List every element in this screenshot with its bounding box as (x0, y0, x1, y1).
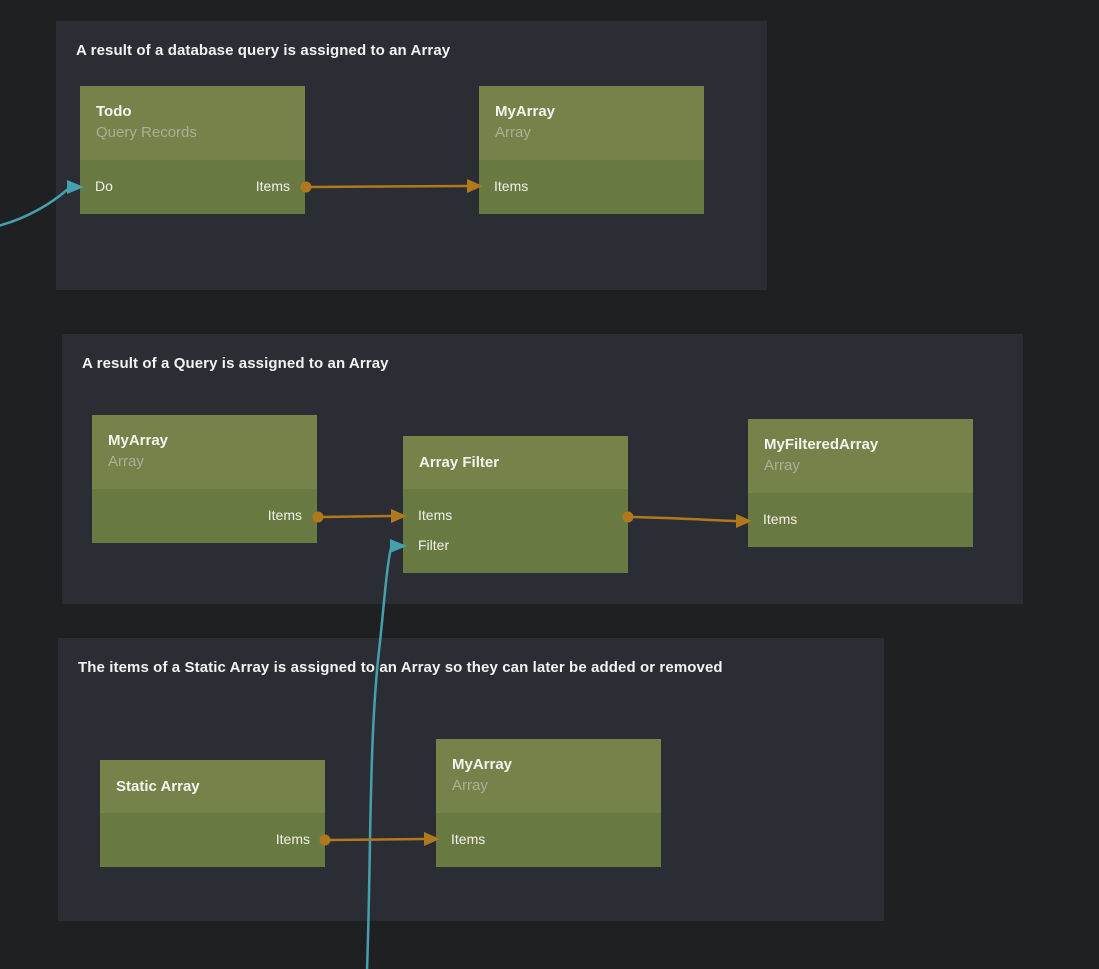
node-body: Items (92, 489, 317, 543)
node-title: Static Array (116, 778, 200, 795)
port-row: Items (479, 171, 704, 201)
node-header[interactable]: MyArray Array (92, 415, 317, 489)
node-header[interactable]: MyArray Array (479, 86, 704, 160)
port-items-input[interactable]: Items (763, 511, 798, 527)
port-filter-input[interactable]: Filter (418, 537, 450, 553)
node-title: MyArray (108, 432, 169, 449)
port-do-input[interactable]: Do (95, 178, 113, 194)
node-todo-query-records[interactable]: Todo Query Records Do Items (80, 86, 305, 214)
node-title: MyArray (452, 756, 513, 773)
node-myarray-bottom[interactable]: MyArray Array Items (436, 739, 661, 867)
port-items-input[interactable]: Items (418, 507, 453, 523)
node-body: Items Filter (403, 489, 628, 573)
node-body: Items (479, 160, 704, 214)
node-title: MyArray (495, 103, 556, 120)
node-header[interactable]: Todo Query Records (80, 86, 305, 160)
node-header[interactable]: MyArray Array (436, 739, 661, 813)
port-items-input[interactable]: Items (494, 178, 529, 194)
port-items-output[interactable]: Items (267, 507, 302, 523)
node-title: MyFilteredArray (764, 436, 879, 453)
node-subtitle: Array (108, 453, 144, 470)
port-items-output[interactable]: Items (275, 831, 310, 847)
port-row: Items (403, 500, 628, 530)
port-items-output[interactable]: Items (255, 178, 290, 194)
port-row: Filter (403, 530, 628, 560)
node-header[interactable]: Array Filter (403, 436, 628, 489)
node-body: Items (748, 493, 973, 547)
group-title: A result of a Query is assigned to an Ar… (82, 355, 389, 372)
node-myarray-top[interactable]: MyArray Array Items (479, 86, 704, 214)
port-row: Do Items (80, 171, 305, 201)
node-subtitle: Query Records (96, 124, 197, 141)
node-subtitle: Array (452, 777, 488, 794)
node-title: Todo (96, 103, 132, 120)
node-array-filter[interactable]: Array Filter Items Filter (403, 436, 628, 573)
node-body: Items (436, 813, 661, 867)
node-static-array[interactable]: Static Array Items (100, 760, 325, 867)
node-body: Items (100, 813, 325, 867)
port-row: Items (92, 500, 317, 530)
port-row: Items (100, 824, 325, 854)
port-items-input[interactable]: Items (451, 831, 486, 847)
port-row: Items (748, 504, 973, 534)
node-header[interactable]: MyFilteredArray Array (748, 419, 973, 493)
node-subtitle: Array (495, 124, 531, 141)
node-title: Array Filter (419, 454, 500, 471)
group-title: A result of a database query is assigned… (76, 42, 451, 59)
node-subtitle: Array (764, 457, 800, 474)
node-myarray-middle[interactable]: MyArray Array Items (92, 415, 317, 543)
node-header[interactable]: Static Array (100, 760, 325, 813)
port-row: Items (436, 824, 661, 854)
node-myfilteredarray[interactable]: MyFilteredArray Array Items (748, 419, 973, 547)
group-title: The items of a Static Array is assigned … (78, 659, 723, 676)
node-body: Do Items (80, 160, 305, 214)
